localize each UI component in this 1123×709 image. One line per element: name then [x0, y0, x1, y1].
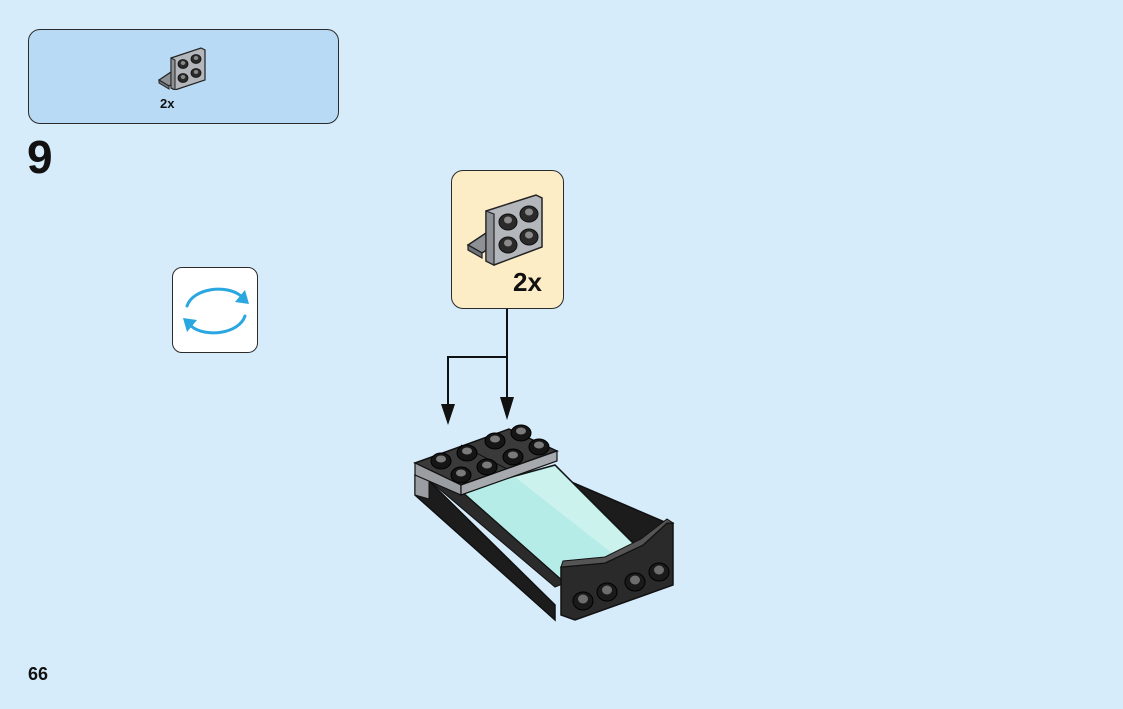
step-number: 9 [27, 131, 53, 183]
arrow-head-icon [441, 404, 455, 425]
part-quantity: 2x [160, 96, 175, 111]
page-number: 66 [28, 664, 49, 684]
model-illustration [413, 424, 675, 622]
step-callout: 2x [451, 170, 564, 309]
rotate-model-box [172, 267, 258, 353]
bracket-plate-icon [157, 47, 206, 90]
parts-list-box: 2x [28, 29, 339, 124]
callout-quantity: 2x [513, 267, 542, 297]
bracket-plate-icon [466, 194, 543, 266]
rotate-arrows-icon [183, 287, 249, 335]
arrow-head-icon [500, 397, 514, 420]
